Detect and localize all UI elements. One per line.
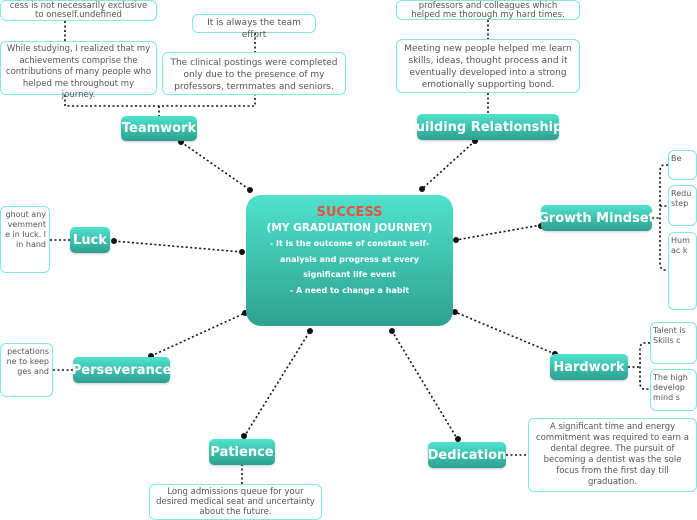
topic-teamwork[interactable]: Teamwork xyxy=(121,116,197,141)
topic-building-relationships[interactable]: Building Relationships xyxy=(406,114,570,140)
note-patience[interactable]: Long admissions queue for your desired m… xyxy=(149,484,322,520)
note-growth-1[interactable]: Be xyxy=(668,150,697,180)
note-teamwork-3[interactable]: It is always the team effort xyxy=(192,14,316,40)
note-hardwork-2[interactable]: The high develop mind s xyxy=(650,369,697,411)
central-topic[interactable]: SUCCESS (MY GRADUATION JOURNEY) - It is … xyxy=(246,195,453,326)
topic-growth-mindset[interactable]: Growth Mindset xyxy=(538,205,655,231)
central-title: SUCCESS xyxy=(316,205,383,220)
topic-dedication[interactable]: Dedication xyxy=(428,442,506,468)
central-subtitle: (MY GRADUATION JOURNEY) xyxy=(266,222,433,234)
central-line-2: - A need to change a habit xyxy=(289,285,410,295)
note-luck[interactable]: ghout any vemment e in luck. l in hand xyxy=(0,206,50,273)
note-hardwork-1[interactable]: Talent is Skills c xyxy=(650,322,697,364)
topic-luck[interactable]: Luck xyxy=(70,227,110,253)
central-line-1: - It is the outcome of constant self-ana… xyxy=(269,239,430,279)
topic-hardwork[interactable]: Hardwork xyxy=(550,354,628,380)
topic-perseverance[interactable]: Perseverance xyxy=(72,357,171,383)
note-building-1[interactable]: professors and colleagues which helped m… xyxy=(396,0,580,20)
note-teamwork-2[interactable]: While studying, I realized that my achie… xyxy=(0,41,157,100)
note-growth-2[interactable]: Redu step xyxy=(668,185,697,226)
note-building-2[interactable]: Meeting new people helped me learn skill… xyxy=(396,39,580,93)
note-teamwork-1[interactable]: cess is not necessarily exclusive to one… xyxy=(0,0,157,21)
note-growth-3[interactable]: Hum ac k xyxy=(668,232,697,310)
note-teamwork-4[interactable]: The clinical postings were completed onl… xyxy=(162,52,346,95)
topic-patience[interactable]: Patience xyxy=(209,439,275,465)
note-perseverance[interactable]: pectations ne to keep ges and xyxy=(0,343,53,397)
note-dedication[interactable]: A significant time and energy commitment… xyxy=(528,418,697,492)
